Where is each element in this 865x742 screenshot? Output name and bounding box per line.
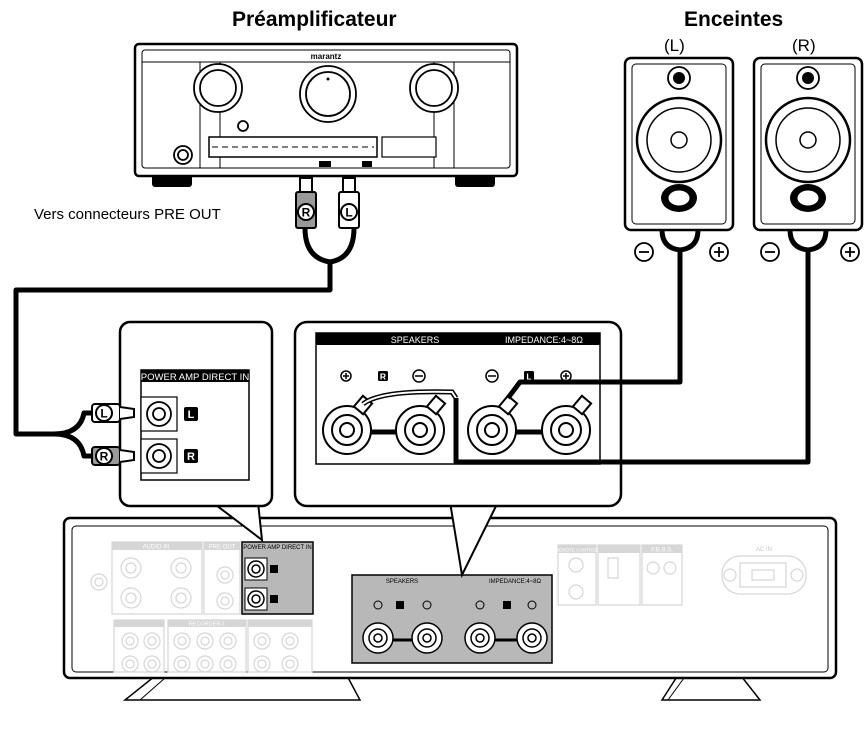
amp-faded-sections [90, 541, 807, 673]
zoom-impedance-label: IMPEDANCE:4~8Ω [505, 335, 583, 345]
svg-text:L: L [188, 409, 195, 421]
speaker-left [623, 56, 735, 262]
zoom-speakers-l-badge: L [526, 372, 531, 382]
preamp-title: Préamplificateur [232, 8, 397, 31]
zoom-direct-in-callout: POWER AMP DIRECT IN L R [118, 320, 274, 508]
rca-plug-right-direct-in: R [91, 446, 135, 466]
speaker-right-label: (R) [792, 36, 816, 55]
callout-pointer-speakers [449, 501, 499, 579]
speaker-left-label: (L) [664, 36, 685, 55]
amp-audio-in-label: AUDIO IN [143, 545, 170, 551]
amp-faded-headers [112, 542, 682, 627]
amp-remote-label: REMOTE CONTROL [556, 548, 599, 553]
zoom-direct-in-r-badge [184, 449, 198, 463]
zoom-speakers-r-badge: R [380, 372, 386, 382]
svg-text:L: L [345, 206, 352, 220]
svg-text:R: R [100, 450, 109, 464]
speakers-title: Enceintes [684, 8, 784, 31]
zoom-speakers-title: SPEAKERS [391, 335, 440, 345]
amp-pre-out-label: PRE OUT [209, 545, 236, 551]
amp-fbbs-label: F.B.B.S. [651, 548, 673, 554]
rca-plug-left-preamp: L [338, 177, 360, 229]
svg-text:R: R [187, 451, 195, 463]
rca-plug-left-direct-in: L [91, 403, 135, 423]
amplifier-rear-panel: AUDIO IN PRE OUT RECORDER-1 F.B.B.S. REM… [62, 516, 838, 701]
svg-text:R: R [302, 206, 311, 220]
amp-recorder-label: RECORDER-1 [189, 622, 225, 628]
preamplifier: marantz [133, 42, 519, 187]
zoom-direct-in-l-badge [184, 407, 198, 421]
amp-speaker-terminals-small [362, 600, 548, 654]
amp-speakers-label: SPEAKERS [386, 579, 418, 585]
svg-text:L: L [100, 407, 107, 421]
pre-out-caption: Vers connecteurs PRE OUT [34, 206, 221, 223]
preamp-brand: marantz [311, 52, 342, 61]
callout-pointer-direct-in [211, 501, 264, 543]
interconnect-cable [13, 227, 357, 459]
rca-plug-right-preamp: R [295, 177, 317, 229]
zoom-direct-in-title: POWER AMP DIRECT IN [141, 372, 250, 383]
amp-power-amp-direct-in-label: POWER AMP DIRECT IN [243, 545, 311, 551]
speaker-right [752, 56, 864, 262]
amp-ac-in-label: AC IN [756, 547, 772, 553]
amp-impedance-label: IMPEDANCE:4~8Ω [489, 579, 542, 585]
speaker-cables [453, 250, 811, 465]
